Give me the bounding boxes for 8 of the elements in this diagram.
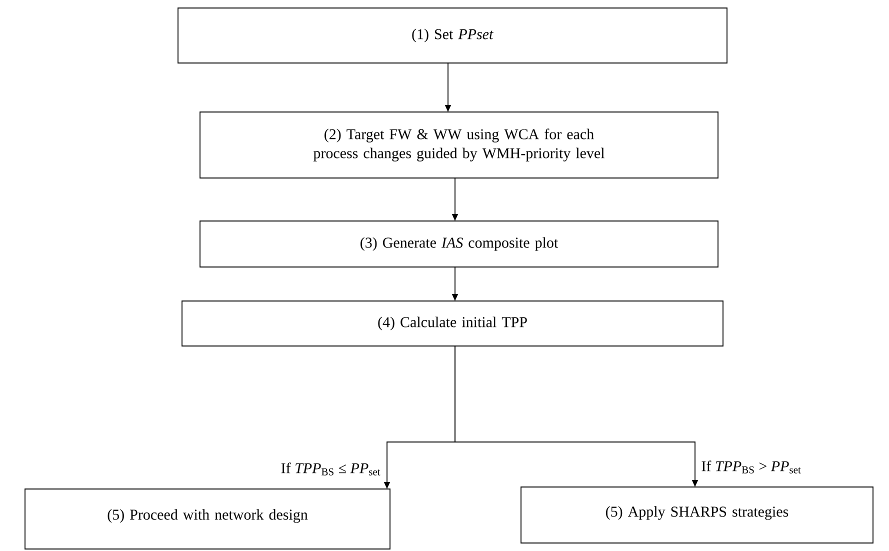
process-box: (2) Target FW & WW using WCA for each process changes guided by WMH-priority level (200, 112, 718, 178)
edge-label: If TPP$_{BS}$ ≤ PP$_{set}$ (280, 462, 382, 476)
process-box: (5) Proceed with network design (24, 488, 390, 550)
process-box: (3) Generate IAS composite plot (200, 220, 718, 268)
process-box: (4) Calculate initial TPP (182, 300, 724, 346)
process-box: (5) Apply SHARPS strategies (520, 486, 874, 544)
edge-label: If TPP$_{BS}$ > PP$_{set}$ (700, 460, 802, 474)
process-box: (1) Set PPset (178, 8, 728, 64)
